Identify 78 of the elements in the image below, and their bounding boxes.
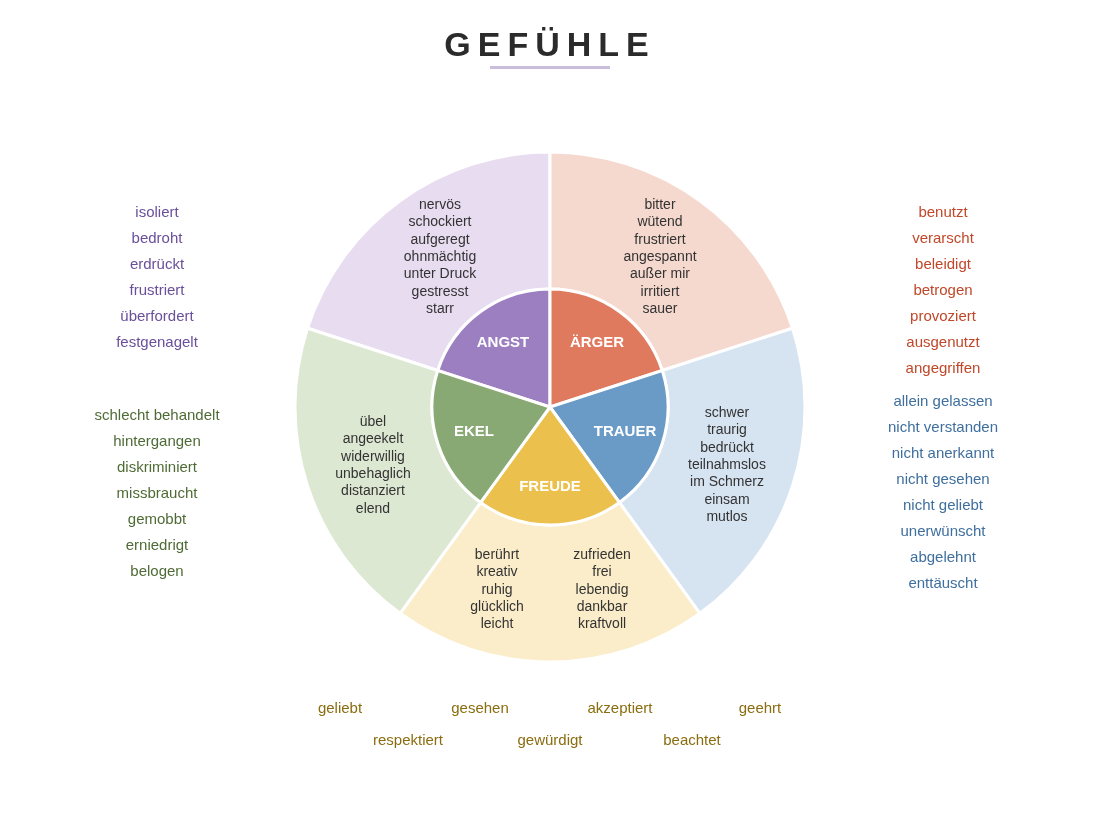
need-word: erdrückt <box>129 255 185 273</box>
feeling-word: angespannt <box>623 246 697 265</box>
feeling-word: lebendig <box>575 579 629 598</box>
emotion-label: EKEL <box>454 422 494 440</box>
feeling-word: schwer <box>704 403 750 421</box>
need-word: geliebt <box>317 699 363 717</box>
feeling-word: mutlos <box>706 506 748 525</box>
feeling-word: gestresst <box>411 281 469 300</box>
feeling-word: leicht <box>480 614 514 633</box>
need-word: beleidigt <box>915 255 971 273</box>
feeling-word: kraftvoll <box>577 614 627 633</box>
need-word: benutzt <box>918 203 968 221</box>
need-word: isoliert <box>135 203 179 221</box>
feeling-word: elend <box>355 498 391 517</box>
feeling-word: außer mir <box>630 264 690 283</box>
need-word: frustriert <box>129 281 185 299</box>
need-word: verarscht <box>912 229 974 247</box>
emotion-label: ANGST <box>476 333 530 351</box>
feeling-word: schockiert <box>408 212 472 231</box>
feeling-word: im Schmerz <box>690 472 764 491</box>
need-word: akzeptiert <box>587 699 653 717</box>
feeling-word: glücklich <box>470 597 524 615</box>
feeling-word: bedrückt <box>700 437 754 456</box>
feeling-word: angeekelt <box>342 429 404 448</box>
feeling-word: unbehaglich <box>335 464 411 482</box>
title: GEFÜHLE <box>444 24 656 64</box>
feeling-word: unter Druck <box>403 264 477 283</box>
feeling-word: ruhig <box>481 579 513 598</box>
need-word: missbraucht <box>116 484 198 502</box>
feeling-word: irritiert <box>640 281 680 300</box>
need-word: beachtet <box>663 731 721 749</box>
need-word: abgelehnt <box>910 548 976 566</box>
need-word: gewürdigt <box>517 731 583 749</box>
need-word: nicht gesehen <box>896 470 990 488</box>
need-word: unerwünscht <box>900 522 986 540</box>
feeling-word: einsam <box>704 489 750 508</box>
feeling-word: berührt <box>474 545 520 563</box>
need-word: gesehen <box>451 699 509 717</box>
feeling-word: frustriert <box>634 229 686 248</box>
need-word: hintergangen <box>113 432 201 450</box>
emotion-label: FREUDE <box>519 477 581 495</box>
feeling-word: teilnahmslos <box>688 454 766 473</box>
feeling-word: nervös <box>419 195 461 213</box>
feeling-word: wütend <box>637 212 683 231</box>
need-word: bedroht <box>131 229 183 247</box>
need-word: festgenagelt <box>116 333 198 351</box>
need-word: schlecht behandelt <box>94 406 220 424</box>
feeling-word: übel <box>359 412 387 430</box>
feeling-word: aufgeregt <box>410 229 470 248</box>
need-word: belogen <box>130 562 184 580</box>
need-word: nicht geliebt <box>902 496 984 514</box>
need-word: allein gelassen <box>893 392 993 410</box>
need-word: ausgenutzt <box>906 333 980 351</box>
need-word: nicht anerkannt <box>891 444 995 462</box>
need-word: geehrt <box>738 699 782 717</box>
need-word: betrogen <box>913 281 973 299</box>
feeling-word: frei <box>592 562 612 581</box>
feeling-word: sauer <box>642 298 678 317</box>
feeling-word: kreativ <box>476 562 518 581</box>
feeling-word: dankbar <box>576 597 628 615</box>
need-word: nicht verstanden <box>887 418 999 436</box>
need-word: überfordert <box>120 307 194 325</box>
need-word: erniedrigt <box>125 536 189 554</box>
need-word: provoziert <box>910 307 976 325</box>
need-word: respektiert <box>373 731 443 749</box>
feeling-word: starr <box>426 299 454 317</box>
feeling-word: ohnmächtig <box>403 247 477 265</box>
need-word: diskriminiert <box>117 458 197 476</box>
feeling-word: bitter <box>644 195 676 213</box>
feeling-word: widerwillig <box>341 446 405 465</box>
emotion-label: TRAUER <box>593 422 657 440</box>
feeling-word: distanziert <box>341 481 405 500</box>
need-word: enttäuscht <box>908 574 978 592</box>
feeling-word: zufrieden <box>573 545 631 563</box>
need-word: gemobbt <box>127 510 187 528</box>
need-word: angegriffen <box>905 359 981 377</box>
emotion-label: ÄRGER <box>569 333 625 351</box>
feeling-word: traurig <box>707 420 747 439</box>
